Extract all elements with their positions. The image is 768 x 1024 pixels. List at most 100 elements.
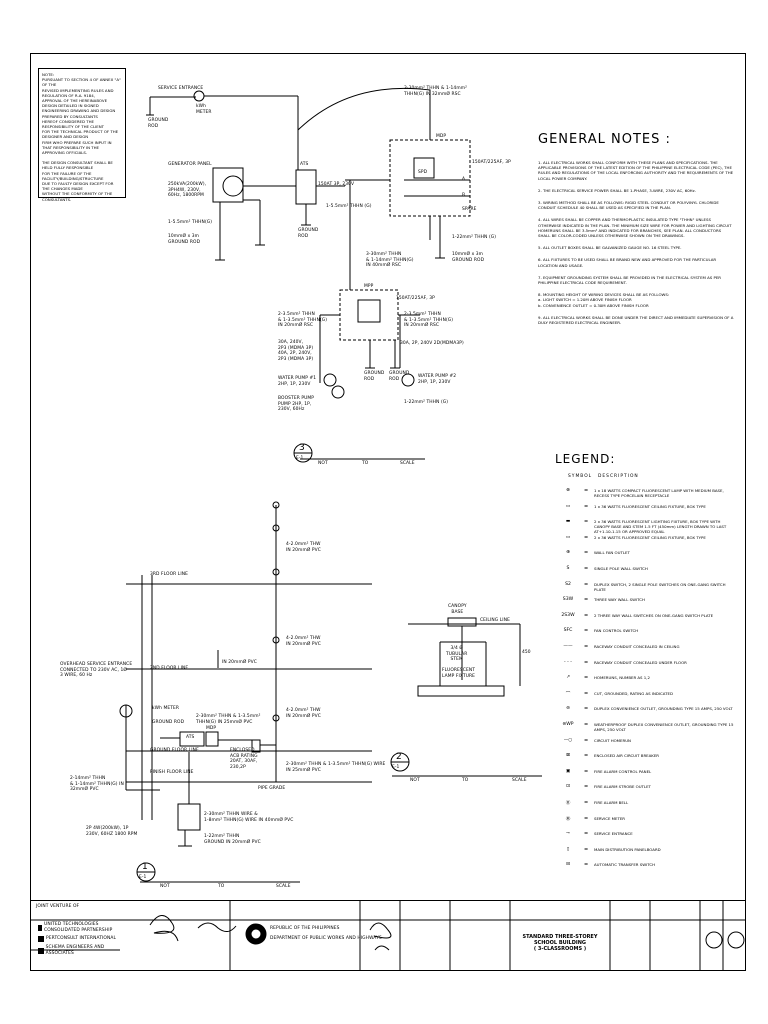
d1-ats: ATS [186, 735, 195, 740]
company-list: UNITED TECHNOLOGIES CONSOLIDATED PARTNER… [38, 922, 128, 956]
d3-water-pump-b: WATER PUMP #2 2HP, 1P, 230V [418, 374, 457, 385]
general-notes-title: GENERAL NOTES : [538, 132, 671, 147]
company-logo-icon [38, 924, 43, 931]
general-notes-list: 1. ALL ELECTRICAL WORKS SHALL CONFORM WI… [538, 160, 734, 332]
legend-row: ⊸=SERVICE ENTRANCE [556, 831, 736, 843]
d1-incoming: 2-14mm² THHN & 1-14mm² THHN(G) IN 32mmØ … [70, 776, 124, 793]
legend-dash: = [584, 800, 589, 806]
d1-tag-scale: SCALE [276, 884, 291, 889]
legend-row: ⌒=CUT, GROUNDED, RATING AS INDICATED [556, 691, 736, 703]
d3-ground-rod-c: 10mmØ x 3m GROUND ROD [452, 252, 485, 263]
d3-generator-panel: GENERATOR PANEL [168, 162, 212, 167]
d3-generator-spec: 250kVA(200kW), 3PH4W, 230V, 60Hz, 1800RP… [168, 182, 207, 199]
d3-booster-pump: BOOSTER PUMP PUMP 2HP, 1P, 230V, 60Hz [278, 396, 315, 413]
d2-dimension: 450 [522, 650, 531, 655]
legend-symbol: S3W [562, 597, 574, 603]
d2-fixture: FLUORESCENT LAMP FIXTURE [442, 668, 476, 679]
legend-symbol: ⊗ [566, 488, 570, 493]
legend-description: CIRCUIT HOMERUN [594, 737, 631, 743]
d1-ground-floor: GROUND FLOOR LINE [150, 748, 199, 753]
d3-mdp-label: MDP [436, 134, 447, 139]
legend-description: 2 x 36 WATTS FLUORESCENT LIGHTING FIXTUR… [594, 519, 727, 535]
d2-canopy-base: CANOPY BASE [448, 604, 467, 615]
d3-mpp-label: MPP [364, 284, 374, 289]
legend-symbol: S2 [565, 581, 571, 587]
note-line: FIRM WHO PREPARE SUCH INPUT IN THAT RESP… [42, 139, 112, 150]
legend-row: - - - = RACEWAY CONDUIT CONCEALED UNDER FL… [556, 660, 736, 672]
legend-description: FAN CONTROL SWITCH [594, 628, 639, 634]
d1-gen-ground: 1-22mm² THHN GROUND IN 20mmØ PVC [204, 834, 261, 845]
legend-row: —○=CIRCUIT HOMERUN [556, 738, 736, 750]
legend-row: ⊡=FIRE ALARM STROBE OUTLET [556, 784, 736, 796]
water-pump-1-motor [323, 373, 337, 387]
legend-row: ▯=MAIN DISTRIBUTION PANELBOARD [556, 847, 736, 859]
legend-dash: = [584, 722, 589, 728]
legend-dash: = [584, 550, 589, 557]
d3-cb-b: B [462, 193, 466, 198]
d1-third-floor: 3RD FLOOR LINE [150, 572, 188, 577]
note-line: APPROVAL OF THE HEREINABOVE DESIGN DETAI… [42, 98, 108, 109]
d1-enclosed-acb: ENCLOSED ACB RATING 20AT, 30AF, 230,2P [230, 748, 258, 770]
general-note-item: 5. ALL OUTLET BOXES SHALL BE GALVANIZED … [538, 245, 682, 251]
legend-dash: = [584, 597, 589, 604]
legend-dash: = [584, 862, 589, 869]
legend-row: S3W=THREE WAY WALL SWITCH [556, 597, 736, 609]
d1-riser-c: 4-2.0mm² THW IN 20mmØ PVC [286, 708, 321, 719]
note-line: PURSUANT TO SECTION 4 OF ANNEX "A" OF TH… [42, 77, 121, 88]
note-line: HEREOF CONSIDERED THE RESPONSIBILITY OF … [42, 118, 104, 130]
legend-symbol: ⊜WP [562, 722, 574, 727]
booster-pump-motor [331, 385, 345, 399]
legend-row: ↗=HOMERUNS, NUMBER AS 1,2 [556, 675, 736, 687]
general-note-item: 8. MOUNTING HEIGHT OF WIRING DEVICES SHA… [538, 292, 670, 308]
legend-dash: = [584, 784, 589, 791]
riser-ats-box [179, 731, 205, 747]
d3-ground-rod-d: GROUND ROD [364, 371, 385, 382]
legend-dash: = [584, 644, 589, 650]
general-note-item: 3. WIRING METHOD SHALL BE AS FOLLOWS: RI… [538, 200, 719, 211]
general-note-item: 2. THE ELECTRICAL SERVICE POWER SHALL BE… [538, 187, 696, 193]
legend-dash: = [584, 815, 589, 822]
general-note-item: 9. ALL ELECTRICAL WORKS SHALL BE DONE UN… [538, 314, 734, 326]
d3-service-entrance: SERVICE ENTRANCE [158, 86, 204, 91]
legend-dash: = [584, 675, 589, 682]
legend-row: ⊗=1 x 18 WATTS COMPACT FLUORESCENT LAMP … [556, 488, 736, 500]
note-line: NOTE: [42, 72, 55, 77]
legend-description: 2 x 36 WATTS FLUORESCENT CEILING FIXTURE… [594, 534, 706, 540]
legend-description: AUTOMATIC TRANSFER SWITCH [594, 862, 655, 868]
legend-dash: = [584, 659, 589, 666]
legend-symbol: —— [563, 644, 573, 649]
legend-row: SFC=FAN CONTROL SWITCH [556, 628, 736, 640]
legend-symbol: —○ [563, 737, 573, 743]
signature-2 [197, 922, 237, 932]
legend-row: ▭=1 x 36 WATTS FLUORESCENT CEILING FIXTU… [556, 504, 736, 516]
d1-pipe-20: IN 20mmØ PVC [222, 660, 257, 665]
company-name: UNITED TECHNOLOGIES CONSOLIDATED PARTNER… [44, 922, 113, 933]
legend-dash: = [584, 534, 589, 541]
company-logo-icon [38, 936, 44, 943]
d2-tubular-stem: 3/4 Ø TUBULAR STEM [446, 646, 468, 663]
legend-dash: = [584, 753, 589, 760]
d1-riser-b: 4-2.0mm² THW IN 20mmØ PVC [286, 636, 321, 647]
note-line: FOR THE FAILURE OF THE FACILITY/BUILDING… [42, 170, 104, 181]
legend-row: ——=RACEWAY CONDUIT CONCEALED IN CEILING [556, 644, 736, 656]
joint-venture-label: JOINT VENTURE OF [36, 904, 80, 909]
legend-symbol: - - - [564, 659, 572, 665]
legend-row: ⊕=WALL FAN OUTLET [556, 550, 736, 562]
project-title: STANDARD THREE-STOREY SCHOOL BUILDING ( … [512, 934, 608, 952]
note-line: THE DESIGN CONSULTANT SHALL BE HELD FULL… [42, 160, 113, 171]
legend-description: RACEWAY CONDUIT CONCEALED UNDER FLOOR [594, 659, 687, 665]
legend-description: FIRE ALARM STROBE OUTLET [594, 784, 651, 790]
note-line: ENGINEERING DRAWING AND DESIGN PREPARED … [42, 108, 116, 119]
mpp-box [339, 289, 399, 341]
legend-symbol: 2S3W [561, 612, 575, 618]
legend-symbol: ⊸ [566, 831, 570, 837]
legend-description-header: DESCRIPTION [598, 474, 639, 479]
legend-description: MAIN DISTRIBUTION PANELBOARD [594, 846, 661, 852]
d3-tag-to: TO [362, 461, 369, 466]
generator-symbol [222, 175, 244, 197]
legend-description: FIRE ALARM CONTROL PANEL [594, 768, 652, 774]
legend-symbol: SFC [563, 628, 573, 634]
legend-row: Ⓑ=FIRE ALARM BELL [556, 800, 736, 812]
d3-tag-scale: SCALE [400, 461, 415, 466]
